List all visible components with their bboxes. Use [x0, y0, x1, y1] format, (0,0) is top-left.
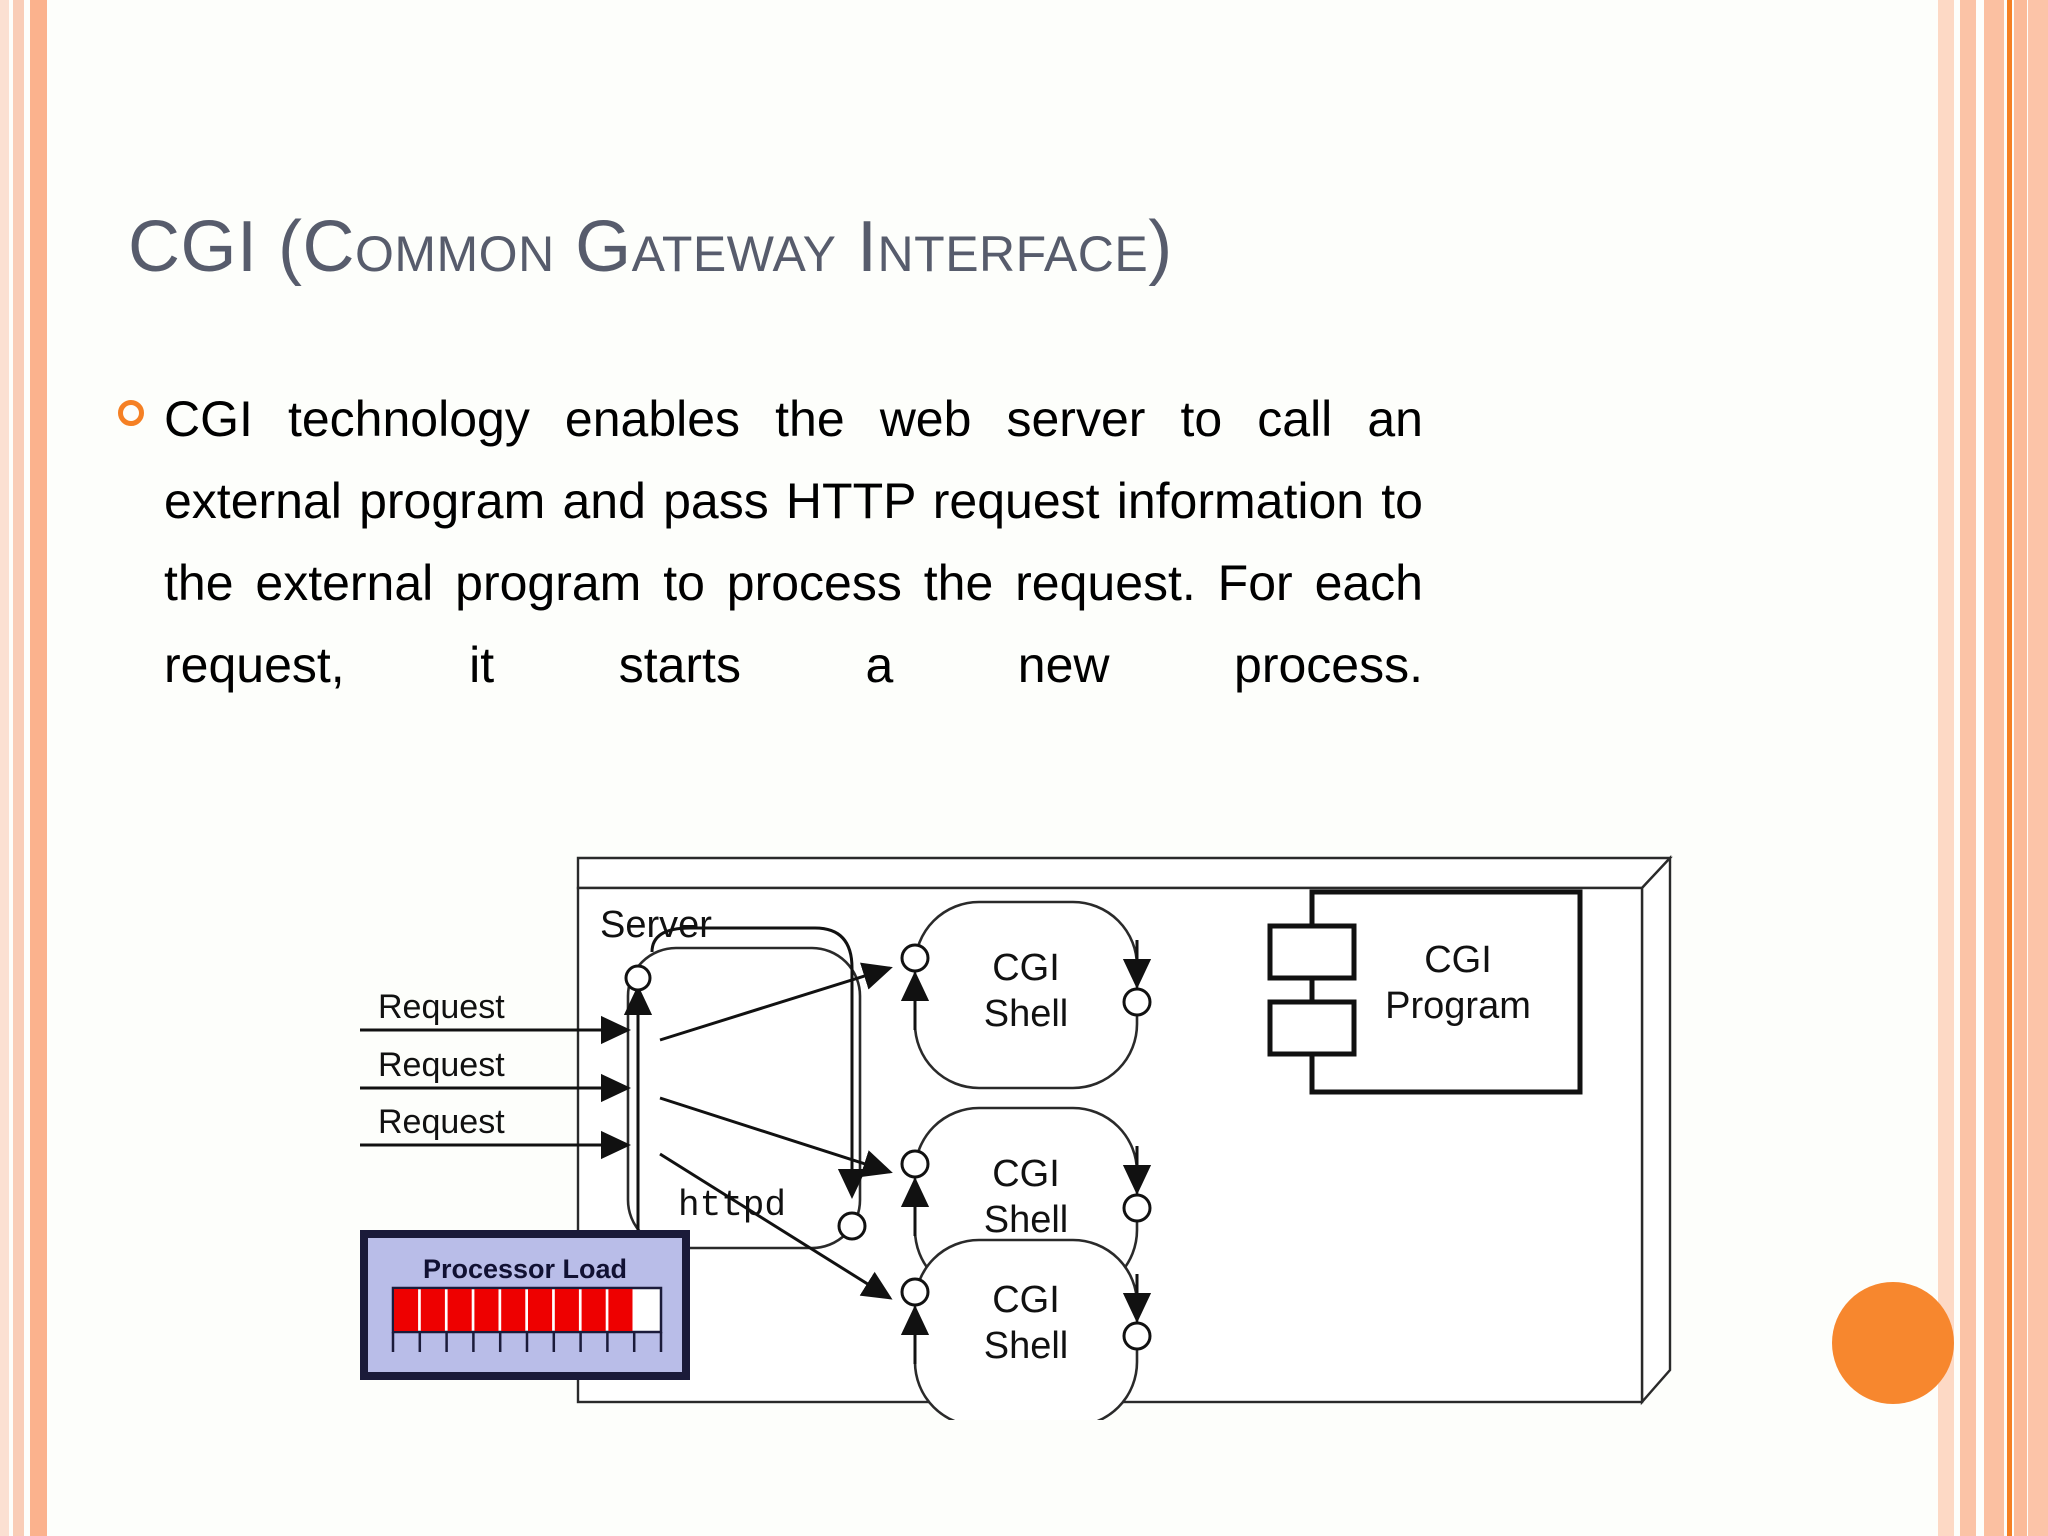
processor-load-gauge: Processor Load	[360, 1230, 700, 1410]
gauge-label: Processor Load	[423, 1254, 627, 1284]
right-stripe-band	[1938, 0, 2048, 1536]
bullet-list-item: CGI technology enables the web server to…	[118, 378, 1423, 788]
left-stripe-band	[0, 0, 60, 1536]
cgi-shell-1-line2: Shell	[984, 993, 1069, 1035]
httpd-label: httpd	[678, 1185, 786, 1226]
bullet-paragraph: CGI technology enables the web server to…	[164, 391, 1423, 693]
right-stripe-1	[1938, 0, 1954, 1536]
page-title: CGI (Common Gateway Interface)	[128, 207, 1173, 287]
httpd-process-box: httpd	[626, 946, 862, 1250]
cgi-program-line1: CGI	[1424, 939, 1492, 981]
cgi-architecture-diagram: Server httpd Request Request Request	[360, 840, 1690, 1420]
cgi-shell-2-line2: Shell	[984, 1199, 1069, 1241]
cgi-shell-3-line1: CGI	[992, 1279, 1060, 1321]
request-label-3: Request	[378, 1103, 505, 1141]
cgi-program-line2: Program	[1385, 985, 1531, 1027]
request-label-1: Request	[378, 988, 505, 1026]
request-lines	[360, 1015, 631, 1160]
left-stripe-3	[30, 0, 47, 1536]
gauge-segments-filled	[394, 1289, 633, 1331]
cgi-program-component: CGI Program	[1267, 889, 1583, 1095]
cgi-shell-1-line1: CGI	[992, 947, 1060, 989]
httpd-response-port	[623, 964, 653, 1240]
gauge-ticks	[391, 1332, 663, 1352]
right-stripe-6	[2028, 0, 2048, 1536]
gauge-bar	[391, 1286, 663, 1352]
cgi-shell-1: CGI Shell	[900, 900, 1152, 1090]
cgi-shell-3-line2: Shell	[984, 1325, 1069, 1367]
left-stripe-1	[0, 0, 9, 1536]
right-stripe-3	[1984, 0, 2004, 1536]
cgi-shell-3: CGI Shell	[900, 1238, 1152, 1420]
request-label-2: Request	[378, 1046, 505, 1084]
left-stripe-2	[13, 0, 24, 1536]
decorative-orange-circle	[1832, 1282, 1954, 1404]
bullet-circle-icon	[118, 400, 144, 426]
right-stripe-2	[1960, 0, 1976, 1536]
right-stripe-accent	[2007, 0, 2012, 1536]
httpd-return-path	[650, 926, 867, 1241]
right-stripe-5	[2014, 0, 2027, 1536]
cgi-shell-2-line1: CGI	[992, 1153, 1060, 1195]
